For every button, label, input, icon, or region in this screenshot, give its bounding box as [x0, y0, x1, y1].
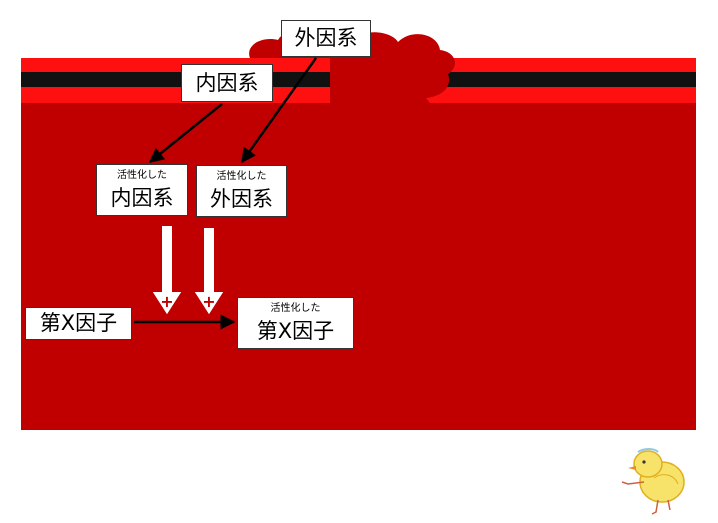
plus-sign-extrinsic: + [202, 292, 215, 311]
chick-doodle-icon [621, 448, 685, 515]
tissue-area [21, 58, 696, 430]
label-intrinsic: 内因系 [181, 64, 273, 102]
hollow-arrow-intrinsic [149, 224, 185, 318]
label-activated-extrinsic: 活性化した 外因系 [196, 165, 287, 217]
label-activated-factor-x: 活性化した 第X因子 [237, 297, 354, 349]
plus-sign-intrinsic: + [160, 292, 173, 311]
vessel-line-right [392, 72, 696, 87]
arrow-intrinsic-activation [148, 103, 223, 163]
label-extrinsic: 外因系 [281, 20, 371, 57]
arrow-extrinsic-activation [240, 57, 318, 164]
injury-gap [330, 72, 392, 103]
hollow-arrow-extrinsic [191, 226, 227, 318]
label-activated-intrinsic: 活性化した 内因系 [96, 164, 188, 216]
label-factor-x: 第X因子 [25, 307, 132, 340]
